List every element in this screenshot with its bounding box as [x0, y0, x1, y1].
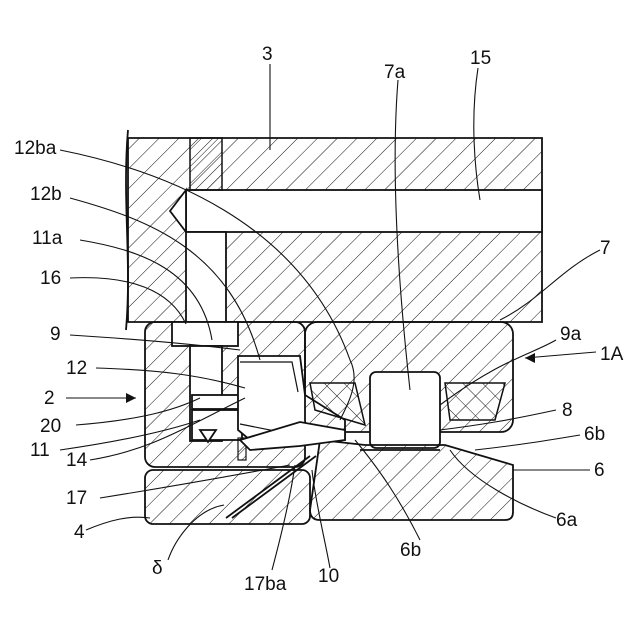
label-9a: 9a — [560, 324, 582, 345]
label-9: 9 — [50, 324, 61, 345]
label-20: 20 — [40, 416, 61, 437]
label-1A: 1A — [600, 344, 624, 365]
label-6: 6 — [594, 460, 605, 481]
arrow-2-icon — [126, 393, 136, 403]
label-6a: 6a — [556, 510, 578, 531]
label-3: 3 — [262, 44, 273, 65]
label-11a: 11a — [32, 228, 63, 249]
label-16: 16 — [40, 268, 61, 289]
label-6b-bottom: 6b — [400, 540, 421, 561]
label-6b-right: 6b — [584, 424, 605, 445]
label-4: 4 — [74, 522, 85, 543]
label-12ba: 12ba — [14, 138, 57, 159]
label-12: 12 — [66, 358, 87, 379]
oil-passage-15 — [186, 190, 542, 232]
label-7a: 7a — [384, 62, 406, 83]
valve-14 — [192, 410, 242, 440]
label-2: 2 — [44, 388, 55, 409]
roller-8 — [370, 372, 440, 448]
label-14: 14 — [66, 450, 88, 471]
label-17: 17 — [66, 488, 87, 509]
label-8: 8 — [562, 400, 573, 421]
label-delta: δ — [152, 558, 163, 579]
label-7: 7 — [600, 238, 611, 259]
label-10: 10 — [318, 566, 339, 587]
plug-16 — [172, 322, 238, 346]
housing-3 — [126, 130, 542, 330]
label-12b: 12b — [30, 184, 62, 205]
label-11: 11 — [30, 440, 50, 461]
label-15: 15 — [470, 48, 491, 69]
race-6 — [310, 440, 513, 520]
label-17ba: 17ba — [244, 574, 287, 595]
